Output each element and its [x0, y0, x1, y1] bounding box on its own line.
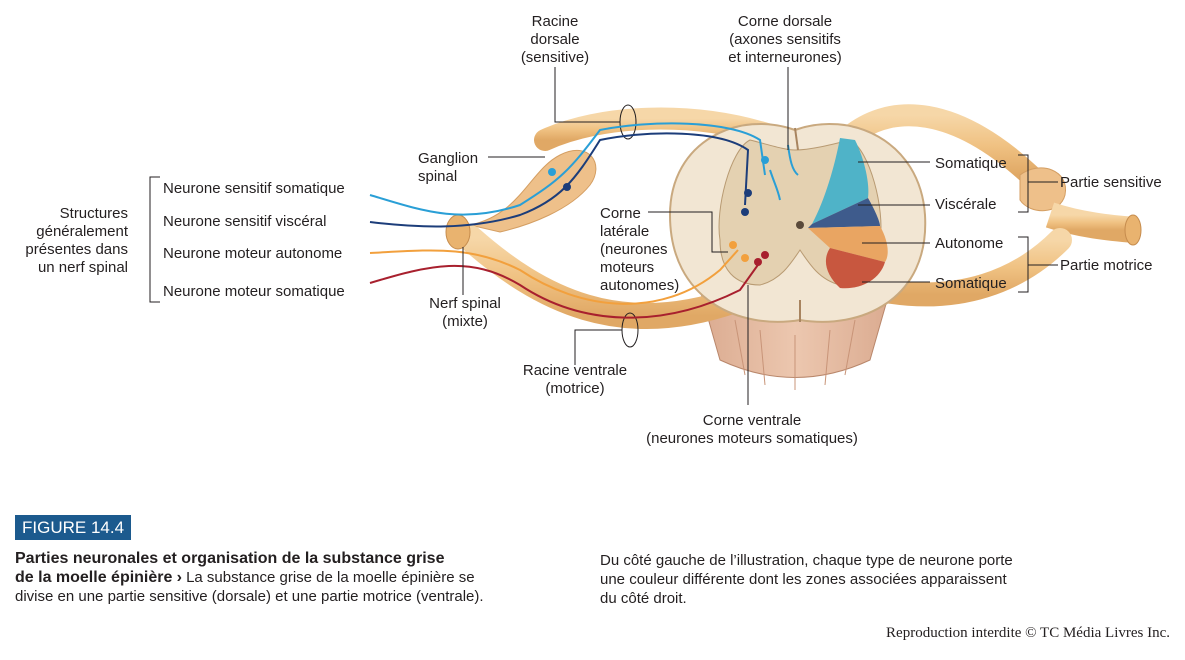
- label-line: (motrice): [545, 380, 605, 397]
- copyright-notice: Reproduction interdite © TC Média Livres…: [886, 625, 1170, 641]
- zone-visceral-label: Viscérale: [935, 196, 997, 213]
- label-line: moteurs: [600, 259, 655, 276]
- zone-somatic-sensory: [812, 138, 869, 224]
- ganglion-label: Ganglion spinal: [418, 150, 478, 186]
- structures-label: Structures généralement présentes dans u…: [10, 205, 128, 277]
- spinal-cord-diagram: [149, 67, 1142, 405]
- partie-sensitive-label: Partie sensitive: [1060, 174, 1162, 191]
- label-line: autonomes): [600, 277, 680, 294]
- corne-laterale-label: Corne latérale (neurones moteurs autonom…: [600, 205, 679, 295]
- nerf-spinal-label: Nerf spinal (mixte): [415, 295, 515, 331]
- label-line: Corne ventrale: [702, 412, 802, 429]
- neuron-autonomic-motor-label: Neurone moteur autonome: [163, 245, 343, 262]
- zone-autonomic-motor: [808, 226, 888, 262]
- label-line: Ganglion: [418, 150, 479, 167]
- neuron-somatic-sensory-label: Neurone sensitif somatique: [163, 180, 345, 197]
- structures-line: un nerf spinal: [37, 259, 128, 276]
- figure-caption-right: Du côté gauche de l’illustration, chaque…: [600, 551, 1160, 608]
- structures-line: présentes dans: [25, 241, 128, 258]
- label-line: (neurones: [600, 241, 668, 258]
- caption-title-line2: de la moelle épinière: [15, 569, 173, 586]
- zone-autonomic-label: Autonome: [935, 235, 1004, 252]
- caption-arrow: ›: [176, 569, 182, 586]
- label-line: (mixte): [442, 313, 488, 330]
- partie-motrice-label: Partie motrice: [1060, 257, 1153, 274]
- label-line: (axones sensitifs: [729, 31, 841, 48]
- label-line: latérale: [600, 223, 650, 240]
- caption-right-line: Du côté gauche de l’illustration, chaque…: [600, 552, 1013, 569]
- spinal-ganglion: [469, 149, 597, 233]
- ventral-root-right: [868, 228, 1072, 307]
- label-line: spinal: [418, 168, 458, 185]
- structures-line: généralement: [36, 223, 128, 240]
- label-line: dorsale: [530, 31, 580, 48]
- caption-title-line1: Parties neuronales et organisation de la…: [15, 550, 445, 567]
- corne-ventrale-label: Corne ventrale (neurones moteurs somatiq…: [622, 412, 882, 448]
- label-line: (sensitive): [520, 49, 590, 66]
- ganglion-right: [1019, 167, 1066, 212]
- racine-ventrale-label: Racine ventrale (motrice): [510, 362, 640, 398]
- label-line: Racine: [531, 13, 579, 30]
- figure-badge: FIGURE 14.4: [15, 515, 132, 540]
- neuron-visceral-sensory-label: Neurone sensitif viscéral: [163, 213, 327, 230]
- figure-caption: Parties neuronales et organisation de la…: [15, 549, 575, 606]
- structures-line: Structures: [59, 205, 128, 222]
- corne-dorsale-label: Corne dorsale (axones sensitifs et inter…: [705, 13, 865, 67]
- structures-bracket: [149, 176, 160, 303]
- fiber-somatic-motor: [369, 261, 761, 319]
- caption-desc: La substance grise de la moelle épinière…: [186, 569, 475, 586]
- racine-dorsale-label: Racine dorsale (sensitive): [505, 13, 605, 67]
- central-canal: [796, 221, 804, 229]
- zone-somatic-motor-label: Somatique: [935, 275, 1007, 292]
- zone-somatic-sensory-label: Somatique: [935, 155, 1007, 172]
- label-line: et interneurones): [728, 49, 842, 66]
- fiber-autonomic-motor: [369, 249, 739, 305]
- neuron-somatic-motor-label: Neurone moteur somatique: [163, 283, 345, 300]
- label-line: Nerf spinal: [429, 295, 501, 312]
- spinal-nerve-cut: [445, 214, 471, 250]
- label-line: Corne dorsale: [737, 13, 833, 30]
- label-line: Racine ventrale: [522, 362, 628, 379]
- zone-somatic-motor: [825, 248, 885, 289]
- fiber-somatic-sensory: [369, 122, 766, 216]
- caption-right-line: du côté droit.: [600, 590, 687, 607]
- label-line: Corne: [600, 205, 641, 222]
- label-line: (neurones moteurs somatiques): [646, 430, 858, 447]
- caption-desc: divise en une partie sensitive (dorsale)…: [15, 588, 484, 605]
- caption-right-line: une couleur différente dont les zones as…: [600, 571, 1007, 588]
